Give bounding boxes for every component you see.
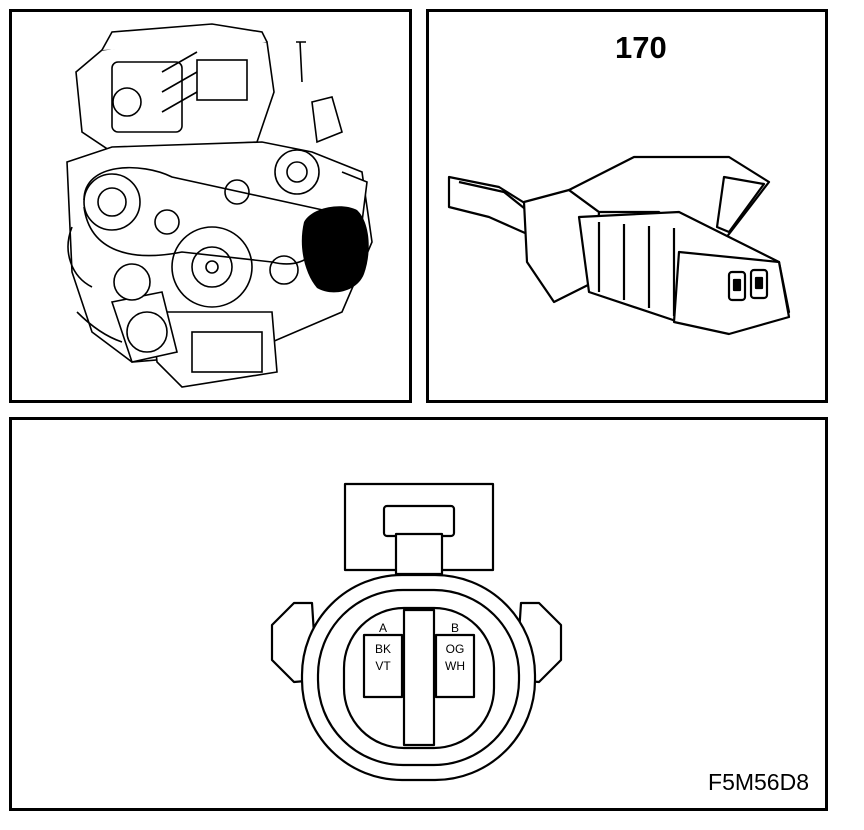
connector-view-panel: 170	[426, 9, 828, 403]
pin-b-letter: B	[451, 621, 459, 635]
pin-a-letter: A	[379, 621, 387, 635]
pin-b-wire-color-1: OG	[446, 642, 465, 656]
connector-face-drawing: A BK VT B OG WH	[270, 482, 563, 782]
pin-a-wire-color-1: BK	[375, 642, 391, 656]
engine-view-panel	[9, 9, 412, 403]
highlighted-component	[301, 206, 369, 293]
pin-a-wire-color-2: VT	[375, 659, 391, 673]
pin-b-wire-color-2: WH	[445, 659, 465, 673]
engine-drawing	[66, 23, 373, 388]
part-number-label: 170	[615, 30, 667, 65]
connector-drawing	[447, 155, 791, 336]
figure-code-label: F5M56D8	[708, 769, 809, 795]
pinout-panel: A BK VT B OG WH F5M56D8	[9, 417, 828, 811]
